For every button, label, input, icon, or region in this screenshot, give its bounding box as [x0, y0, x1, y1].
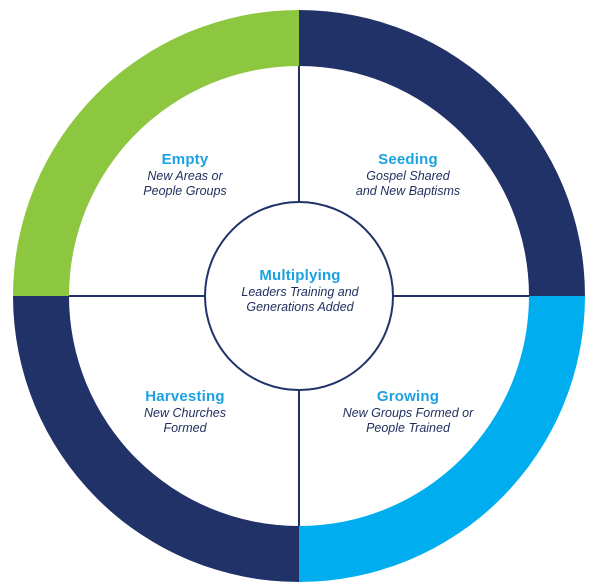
quadrant-seeding-title: Seeding	[378, 151, 438, 168]
quadrant-harvesting: Harvesting New Churches Formed	[95, 387, 275, 436]
quadrant-seeding-desc-line2: and New Baptisms	[355, 184, 461, 198]
quadrant-growing-title: Growing	[376, 388, 440, 405]
quadrant-seeding: Seeding Gospel Shared and New Baptisms	[318, 150, 498, 199]
ring-segment-empty	[13, 10, 299, 296]
quadrant-empty-desc-line1: New Areas or	[147, 169, 223, 183]
quadrant-harvesting-title: Harvesting	[145, 388, 225, 405]
center-title: Multiplying	[259, 267, 341, 284]
quadrant-harvesting-desc-line2: Formed	[163, 421, 207, 435]
center-desc-line2: Generations Added	[246, 300, 354, 314]
quadrant-empty: Empty New Areas or People Groups	[95, 150, 275, 199]
quadrant-empty-desc-line2: People Groups	[143, 184, 227, 198]
ring-segment-seeding	[299, 10, 585, 296]
center-multiplying: Multiplying Leaders Training and Generat…	[210, 266, 390, 315]
quadrant-growing-desc-line2: People Trained	[366, 421, 450, 435]
ring-segment-growing	[299, 296, 585, 582]
quadrant-empty-title: Empty	[161, 151, 209, 168]
ring-segment-harvesting	[13, 296, 299, 582]
center-desc-line1: Leaders Training and	[241, 285, 359, 299]
quadrant-harvesting-desc-line1: New Churches	[144, 406, 226, 420]
center-circle	[204, 201, 394, 391]
quadrant-seeding-desc-line1: Gospel Shared	[366, 169, 450, 183]
quadrant-growing-desc-line1: New Groups Formed or	[342, 406, 474, 420]
quadrant-growing: Growing New Groups Formed or People Trai…	[318, 387, 498, 436]
